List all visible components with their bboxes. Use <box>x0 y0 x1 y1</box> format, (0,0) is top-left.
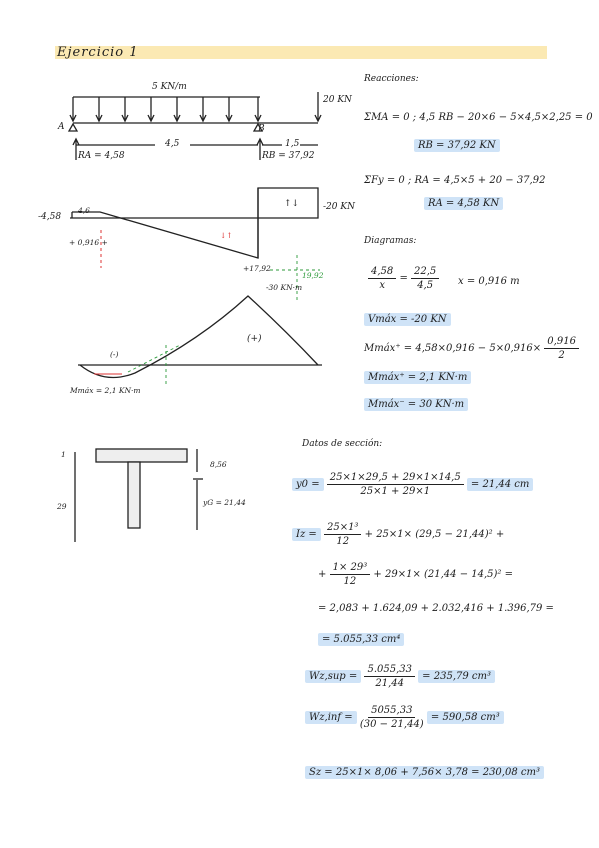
winf-den: (30 − 21,44) <box>359 719 424 730</box>
x-result: x = 0,916 m <box>458 276 520 287</box>
span-2-label: 1,5 <box>285 139 300 149</box>
support-b-label: B <box>258 124 265 134</box>
rb-highlight: RB = 37,92 KN <box>414 139 500 152</box>
load-label: 5 KN/m <box>152 82 187 92</box>
iz-t1-num: 25×1³ <box>323 522 362 535</box>
iz-t2-rest: + 29×1× (21,44 − 14,5)² = <box>373 569 514 580</box>
vmax-highlight: Vmáx = -20 KN <box>364 313 451 326</box>
ratio-den-a: x <box>379 280 385 291</box>
support-b-shape <box>252 122 264 132</box>
rb-value: RB = 37,92 KN <box>414 139 500 152</box>
moment-min-label: -30 KN·m <box>266 283 303 292</box>
reactions-heading: Reacciones: <box>364 74 419 84</box>
y0-result: = 21,44 cm <box>466 478 534 491</box>
iz-sum: = 2,083 + 1.624,09 + 2.032,416 + 1.396,7… <box>318 603 554 614</box>
mmax-pos-highlight: Mmáx⁺ = 2,1 KN·m <box>364 371 472 384</box>
support-a-shape <box>67 122 79 132</box>
iz-result: = 5.055,33 cm⁴ <box>318 633 405 646</box>
reaction-a-label: RA = 4,58 <box>78 151 125 161</box>
sz-highlight: Sz = 25×1× 8,06 + 7,56× 3,78 = 230,08 cm… <box>305 766 544 779</box>
wsup-result: = 235,79 cm³ <box>418 670 495 683</box>
mmax-neg-highlight: Mmáx⁻ = 30 KN·m <box>364 398 469 411</box>
span-1-label: 4,5 <box>165 139 180 149</box>
moment-left-area-label: (-) <box>110 350 119 359</box>
wsup-den: 21,44 <box>375 678 405 689</box>
ra-highlight: RA = 4,58 KN <box>424 197 504 210</box>
mmax-pos: Mmáx⁺ = 2,1 KN·m <box>364 371 472 384</box>
section-heading: Datos de sección: <box>302 439 383 449</box>
mmax-pos-frac-den: 2 <box>558 350 565 361</box>
mmax-pos-eq-text: Mmáx⁺ = 4,58×0,916 − 5×0,916× <box>364 343 542 354</box>
title-highlight <box>55 46 547 59</box>
y0-lhs: y0 = <box>292 478 324 491</box>
ra-value: RA = 4,58 KN <box>424 197 504 210</box>
shear-left-small: 4,6 <box>78 206 90 215</box>
support-a-label: A <box>58 122 65 132</box>
page-title: Ejercicio 1 <box>57 45 139 60</box>
reactions-eq1: ΣMA = 0 ; 4,5 RB − 20×6 − 5×4,5×2,25 = 0 <box>364 112 593 123</box>
diagrams-heading: Diagramas: <box>364 236 417 246</box>
wsup-num: 5.055,33 <box>364 664 415 677</box>
dim-height: 29 <box>57 502 67 511</box>
reaction-b-label: RB = 37,92 <box>262 151 315 161</box>
ratio-den-b: 4,5 <box>417 280 434 291</box>
dim-top: 1 <box>61 450 66 459</box>
shear-arrows: ↑↓ <box>284 199 300 209</box>
dim-right: 8,56 <box>210 460 227 469</box>
moment-max-label: Mmáx = 2,1 KN·m <box>70 386 141 395</box>
y0-den: 25×1 + 29×1 <box>360 486 431 497</box>
iz-t2-pre: + <box>318 569 327 580</box>
iz-t2-num: 1× 29³ <box>329 562 371 575</box>
reactions-eq2: ΣFy = 0 ; RA = 4,5×5 + 20 − 37,92 <box>364 175 546 186</box>
moment-side-label: 19,92 <box>302 271 324 280</box>
mmax-pos-frac-num: 0,916 <box>544 336 579 349</box>
shear-right-value: +17,92 <box>243 264 271 273</box>
iz-t1-rest: + 25×1× (29,5 − 21,44)² + <box>364 529 505 540</box>
iz-t1-den: 12 <box>336 536 350 547</box>
iz-lhs: Iz = <box>292 528 321 541</box>
yg-label: yG = 21,44 <box>203 498 246 507</box>
wsup-lhs: Wz,sup = <box>305 670 362 683</box>
winf-frac: 5055,33(30 − 21,44) <box>360 705 424 730</box>
y0-num: 25×1×29,5 + 29×1×14,5 <box>326 472 464 485</box>
zero-point-label: + 0,916 + <box>69 238 108 247</box>
winf-lhs: Wz,inf = <box>305 711 357 724</box>
ratio-num-a: 4,58 <box>368 266 397 279</box>
moment-area-label: (+) <box>247 334 262 344</box>
iz-t2-den: 12 <box>343 576 357 587</box>
winf-num: 5055,33 <box>368 705 416 718</box>
mmax-neg: Mmáx⁻ = 30 KN·m <box>364 398 469 411</box>
red-arrows: ↓↑ <box>220 231 233 240</box>
ratio-num-b: 22,5 <box>411 266 440 279</box>
shear-left-value: -4,58 <box>38 212 62 222</box>
point-load-label: 20 KN <box>323 95 352 105</box>
sz-eq: Sz = 25×1× 8,06 + 7,56× 3,78 = 230,08 cm… <box>305 766 544 779</box>
winf-eq: Wz,inf = 5055,33(30 − 21,44) = 590,58 cm… <box>305 705 504 730</box>
winf-result: = 590,58 cm³ <box>426 711 504 724</box>
shear-right-label: -20 KN <box>323 202 355 212</box>
iz-result-highlight: = 5.055,33 cm⁴ <box>318 633 405 646</box>
vmax: Vmáx = -20 KN <box>364 313 451 326</box>
